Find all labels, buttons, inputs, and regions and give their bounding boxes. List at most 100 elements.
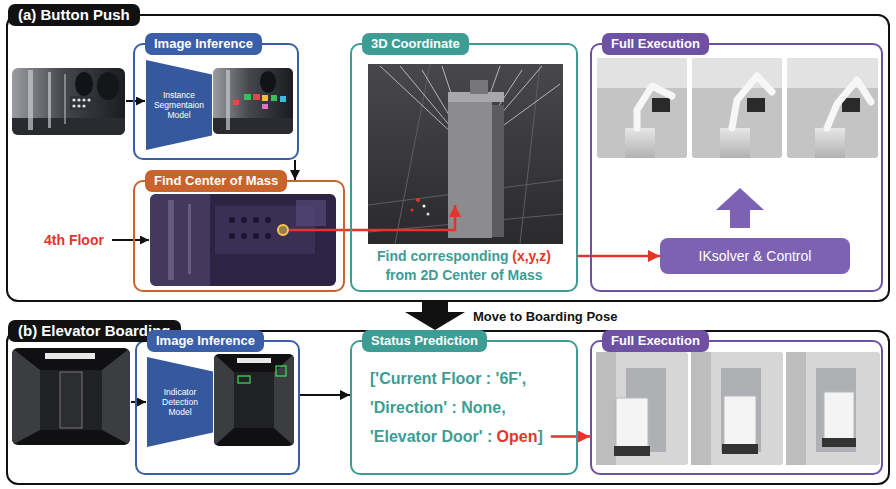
segmented-photo-part: [244, 94, 251, 100]
input-photo-part: [77, 98, 80, 101]
robot-photo: [787, 58, 878, 158]
elevator-photo-part: [45, 353, 95, 359]
boarding-photo: [596, 352, 688, 465]
elevator-photo: [12, 348, 130, 445]
body-text: from 2D Center of Mass: [366, 266, 562, 285]
stage-title: Image Inference: [145, 33, 262, 55]
flow-arrow: [126, 100, 145, 102]
stage-title: Full Execution: [602, 330, 709, 352]
segmented-photo-part: [233, 100, 239, 105]
robot-photo-part: [827, 80, 871, 128]
elevator-photo-part: [12, 348, 40, 445]
point-cloud-part: [470, 80, 488, 94]
detected-photo-part: [214, 354, 294, 446]
detected-photo: [214, 354, 294, 446]
center-of-mass-photo-part: [253, 233, 259, 239]
input-photo: [12, 68, 125, 135]
model-trapezoid: Instance Segmentaion Model: [146, 60, 212, 150]
callout-label: 4th Floor: [44, 232, 104, 248]
robot-photo: [692, 58, 782, 158]
stage-box: 3D CoordinateFind corresponding(x,y,z)fr…: [350, 43, 578, 292]
boarding-photo-part: [691, 352, 711, 465]
label-anchor: 4th Floor: [44, 231, 104, 249]
segmented-photo-part: [213, 118, 293, 134]
segmented-photo-part: [260, 71, 276, 93]
center-of-mass-photo-part: [253, 217, 259, 223]
detected-photo-part: [214, 354, 234, 446]
stage-title: Status Prediction: [362, 330, 487, 352]
model-trapezoid: Indicator Detection Model: [147, 357, 213, 447]
connector-arrow: [551, 435, 590, 438]
segmented-photo-part: [253, 94, 260, 100]
point-cloud-part: [492, 105, 504, 237]
input-photo-part: [75, 72, 93, 96]
boarding-photo-part: [786, 352, 806, 465]
point-cloud-part: [416, 198, 420, 202]
trapezoid-fill: [146, 60, 212, 150]
segmented-photo: [213, 68, 293, 134]
stage-box: Full ExecutionIKsolver & Control: [590, 43, 883, 292]
stage-box: Full Execution: [590, 340, 883, 475]
detected-photo-part: [237, 358, 271, 363]
boarding-photo-part: [616, 398, 648, 448]
body-text: Open: [497, 428, 538, 445]
robot-photo-part: [652, 98, 670, 112]
robot-photo-part: [787, 58, 878, 158]
boarding-photo-part: [724, 396, 756, 446]
body-text: Find corresponding: [377, 247, 508, 266]
stage-title: Find Center of Mass: [145, 170, 287, 192]
boarding-photo-part: [722, 444, 758, 454]
robot-photo-part: [692, 58, 782, 158]
stage-title: Full Execution: [602, 33, 709, 55]
center-of-mass-photo-part: [229, 217, 235, 223]
elevator-photo-part: [40, 370, 102, 430]
point-cloud-part: [423, 205, 426, 208]
boarding-photo-part: [614, 446, 650, 456]
stage-box: Find Center of Mass: [133, 180, 345, 292]
connector-arrow: [294, 160, 296, 180]
center-of-mass-photo: [150, 194, 336, 286]
detected-photo-part: [234, 372, 274, 428]
robot-photo-part: [625, 128, 655, 158]
detected-photo-part: [274, 354, 294, 446]
section-panel: (a) Button PushImage InferenceInstance S…: [6, 14, 890, 302]
center-of-mass-photo-part: [265, 233, 271, 239]
block-arrow: [405, 300, 465, 330]
robot-photo-part: [732, 76, 772, 128]
up-arrow: [716, 188, 764, 228]
center-of-mass-photo-part: [168, 200, 174, 280]
segmented-photo-part: [280, 96, 286, 102]
process-label: IKsolver & Control: [699, 247, 812, 265]
input-photo-part: [82, 104, 85, 107]
center-of-mass-photo-part: [241, 217, 247, 223]
point-cloud-part: [520, 64, 540, 244]
connector-arrow: [345, 205, 455, 230]
robot-photo-part: [720, 128, 750, 158]
robot-photo-part: [815, 128, 845, 158]
boarding-photo: [786, 352, 880, 465]
point-cloud-part: [427, 213, 430, 216]
input-photo-part: [87, 98, 90, 101]
robot-photo-part: [597, 58, 687, 88]
robot-photo-part: [637, 86, 672, 128]
center-of-mass-photo-part: [265, 217, 271, 223]
stage-box: Status Prediction['Current Floor : '6F',…: [350, 340, 578, 475]
trapezoid-fill: [147, 357, 213, 447]
robot-photo-part: [597, 58, 687, 158]
input-arrow: [112, 239, 149, 241]
boarding-photo: [691, 352, 783, 465]
boarding-photo-part: [596, 352, 616, 465]
segmented-photo-part: [226, 70, 230, 130]
input-photo-part: [72, 104, 75, 107]
detected-photo-part: [276, 366, 286, 376]
elevator-photo-part: [12, 348, 130, 445]
robot-photo: [597, 58, 687, 158]
section-panel: (b) Elevator BoardingImage InferenceIndi…: [6, 330, 890, 485]
boarding-photo-part: [596, 352, 688, 465]
input-photo-part: [12, 68, 125, 135]
text-body: Find corresponding(x,y,z)from 2D Center …: [366, 247, 562, 285]
center-of-mass-photo-part: [150, 194, 336, 286]
center-of-mass-photo-part: [241, 233, 247, 239]
boarding-photo-part: [816, 368, 856, 452]
